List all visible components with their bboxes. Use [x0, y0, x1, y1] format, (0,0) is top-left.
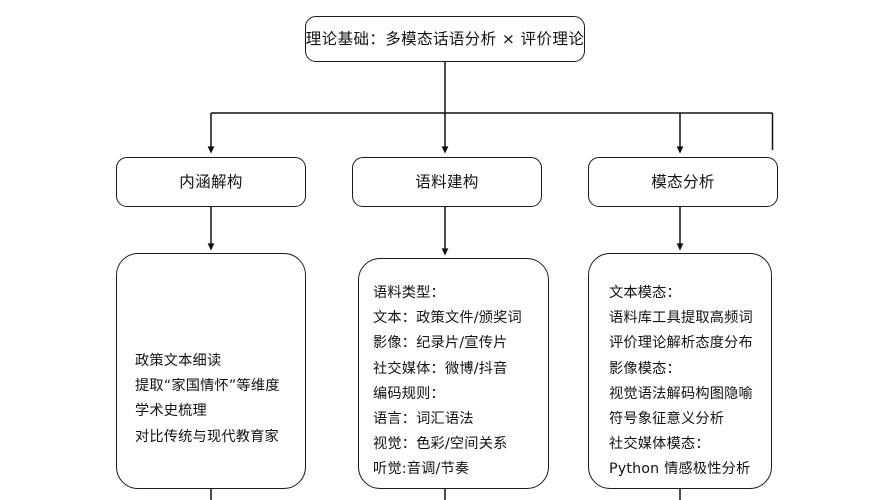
- detail-line: 政策文本细读: [135, 353, 222, 369]
- detail-line: 语言：词汇语法: [373, 411, 474, 428]
- detail-line: 视觉语法解码构图隐喻: [609, 385, 753, 402]
- detail-line: 影像：纪录片/宣传片: [373, 335, 508, 352]
- modality-detail-list: 文本模态： 语料库工具提取高频词评价理论解析态度分布影像模态： 视觉语法解码构图隐喻…: [589, 281, 753, 483]
- detail-line: 社交媒体：微博/抖音: [373, 360, 508, 377]
- detail-line: 提取“家国情怀”等维度: [135, 378, 280, 395]
- detail-line: 编码规则：: [373, 385, 445, 402]
- detail-line: 文本模态：: [609, 285, 681, 301]
- node-deconstruct[interactable]: 内涵解构: [116, 157, 306, 207]
- detail-line: 学术史梳理: [135, 403, 207, 420]
- deconstruct-detail-list: 政策文本细读提取“家国情怀”等维度学术史梳理对比传统与现代教育家: [117, 349, 280, 450]
- detail-line: 语料类型：: [373, 285, 445, 301]
- detail-line: 语料库工具提取高频词: [609, 310, 753, 327]
- detail-line: 听觉:音调/节奏: [373, 461, 470, 478]
- detail-line: 符号象征意义分析: [609, 411, 725, 428]
- node-deconstruct-label: 内涵解构: [179, 172, 243, 191]
- detail-line: 影像模态：: [609, 360, 681, 377]
- node-theory-basis-label: 理论基础：多模态话语分析 × 评价理论: [305, 29, 585, 48]
- node-deconstruct-detail[interactable]: 政策文本细读提取“家国情怀”等维度学术史梳理对比传统与现代教育家: [116, 253, 306, 489]
- node-corpus[interactable]: 语料建构: [352, 157, 542, 207]
- detail-line: 视觉：色彩/空间关系: [373, 436, 508, 453]
- node-modality-detail[interactable]: 文本模态： 语料库工具提取高频词评价理论解析态度分布影像模态： 视觉语法解码构图隐喻…: [588, 253, 772, 489]
- detail-line: 对比传统与现代教育家: [135, 428, 279, 445]
- node-corpus-label: 语料建构: [415, 172, 479, 191]
- detail-line: Python 情感极性分析: [609, 461, 751, 478]
- node-corpus-detail[interactable]: 语料类型： 文本：政策文件/颁奖词影像：纪录片/宣传片社交媒体：微博/抖音编码规则…: [358, 258, 549, 489]
- detail-line: 社交媒体模态：: [609, 436, 710, 453]
- node-modality-label: 模态分析: [651, 172, 715, 191]
- node-modality[interactable]: 模态分析: [588, 157, 778, 207]
- corpus-detail-list: 语料类型： 文本：政策文件/颁奖词影像：纪录片/宣传片社交媒体：微博/抖音编码规则…: [359, 281, 522, 483]
- detail-line: 文本：政策文件/颁奖词: [373, 310, 522, 327]
- node-theory-basis[interactable]: 理论基础：多模态话语分析 × 评价理论: [305, 16, 585, 62]
- detail-line: 评价理论解析态度分布: [609, 335, 753, 352]
